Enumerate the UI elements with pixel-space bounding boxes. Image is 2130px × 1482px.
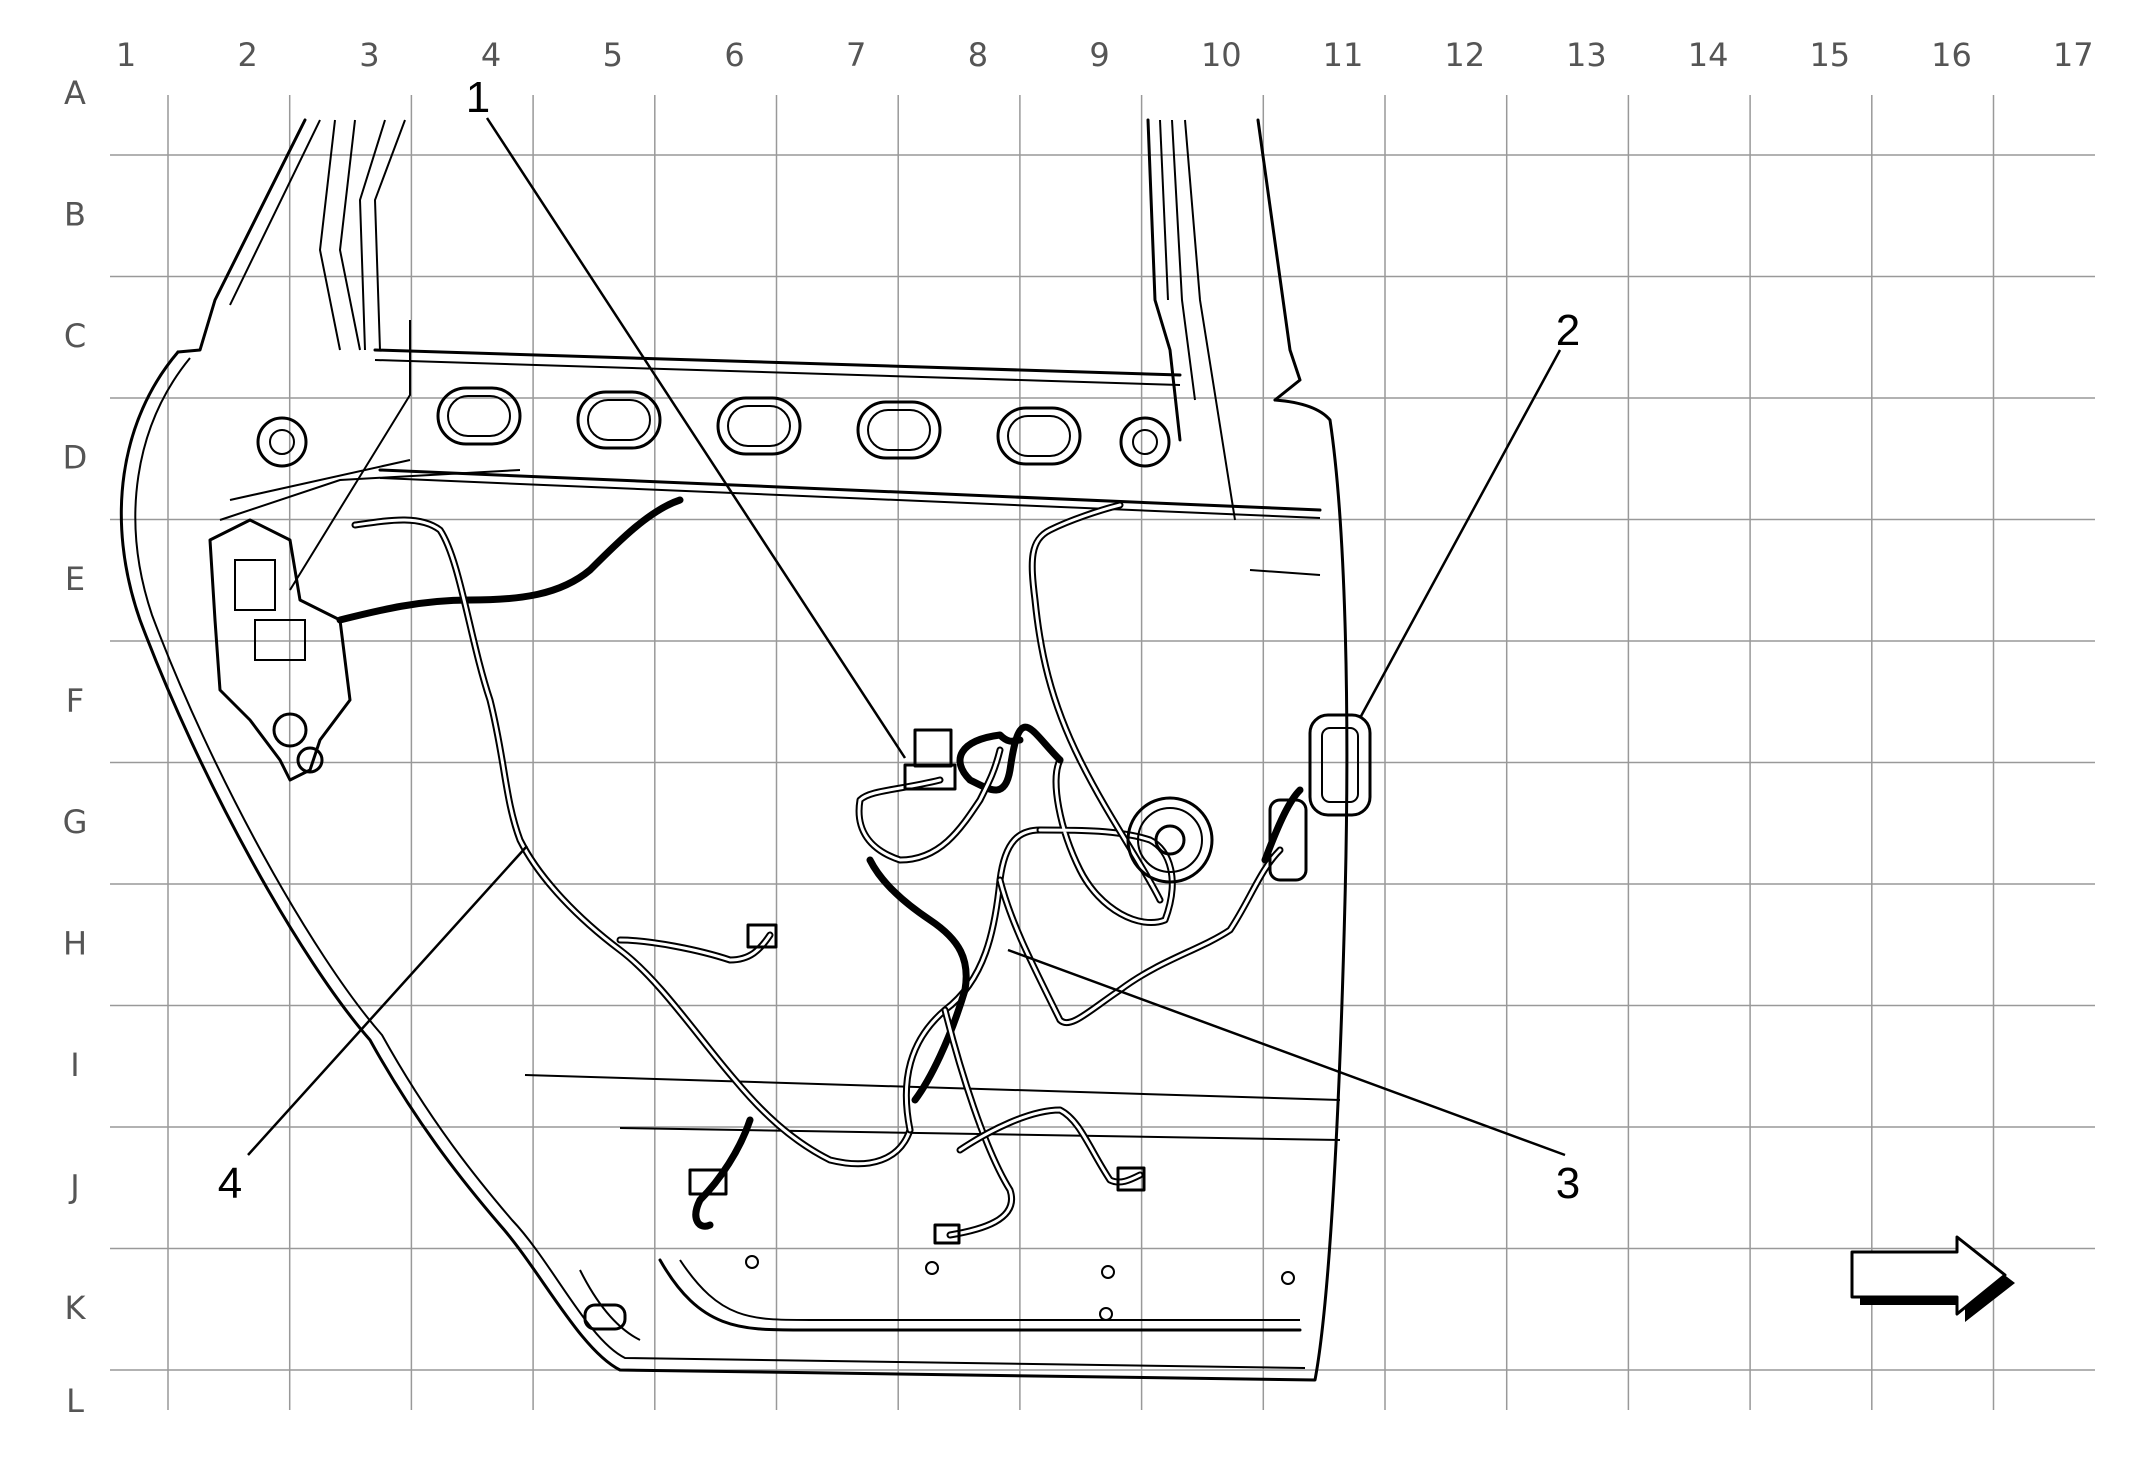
arrow-right-icon (1850, 1235, 2015, 1322)
grid-row-label: J (68, 1168, 79, 1206)
grid-column-label: 4 (481, 36, 501, 74)
grid-row-label: K (65, 1289, 87, 1327)
grid-column-label: 6 (724, 36, 744, 74)
grid-column-label: 13 (1566, 36, 1607, 74)
callout-3: 3 (1556, 1159, 1580, 1208)
grid-column-label: 3 (359, 36, 379, 74)
grid-column-label: 9 (1089, 36, 1109, 74)
callout-2: 2 (1556, 306, 1580, 355)
door-wiring-harness (336, 496, 1372, 1245)
grid-row-label: B (64, 196, 86, 234)
grid-column-label: 17 (2053, 36, 2094, 74)
grid-column-label: 1 (116, 36, 136, 74)
callout-leaders (247, 117, 1566, 1157)
grid-row-label: C (64, 317, 86, 355)
grid-column-label: 11 (1323, 36, 1364, 74)
grid-row-label: A (64, 74, 86, 112)
grid-row-label: F (66, 682, 84, 720)
grid-column-label: 5 (603, 36, 623, 74)
door-panel (119, 118, 1349, 1382)
row-labels: A B C D E F G H I J K L (63, 74, 88, 1420)
grid-column-label: 12 (1444, 36, 1485, 74)
grid-row-label: E (65, 560, 85, 598)
grid-column-label: 16 (1931, 36, 1972, 74)
grid-column-label: 14 (1688, 36, 1729, 74)
grid-column-label: 2 (238, 36, 258, 74)
grid-row-label: L (66, 1382, 84, 1420)
callout-4: 4 (218, 1159, 242, 1208)
grid-column-label: 15 (1809, 36, 1850, 74)
grid-column-label: 7 (846, 36, 866, 74)
callout-1: 1 (466, 73, 490, 122)
grid-row-label: H (63, 925, 87, 963)
grid-column-label: 10 (1201, 36, 1242, 74)
grid-row-label: G (63, 803, 88, 841)
grid-column-label: 8 (968, 36, 988, 74)
grid-row-label: D (63, 439, 88, 477)
door-latch-actuator (208, 320, 521, 782)
reference-grid (110, 95, 2095, 1410)
grid-row-label: I (70, 1046, 79, 1084)
